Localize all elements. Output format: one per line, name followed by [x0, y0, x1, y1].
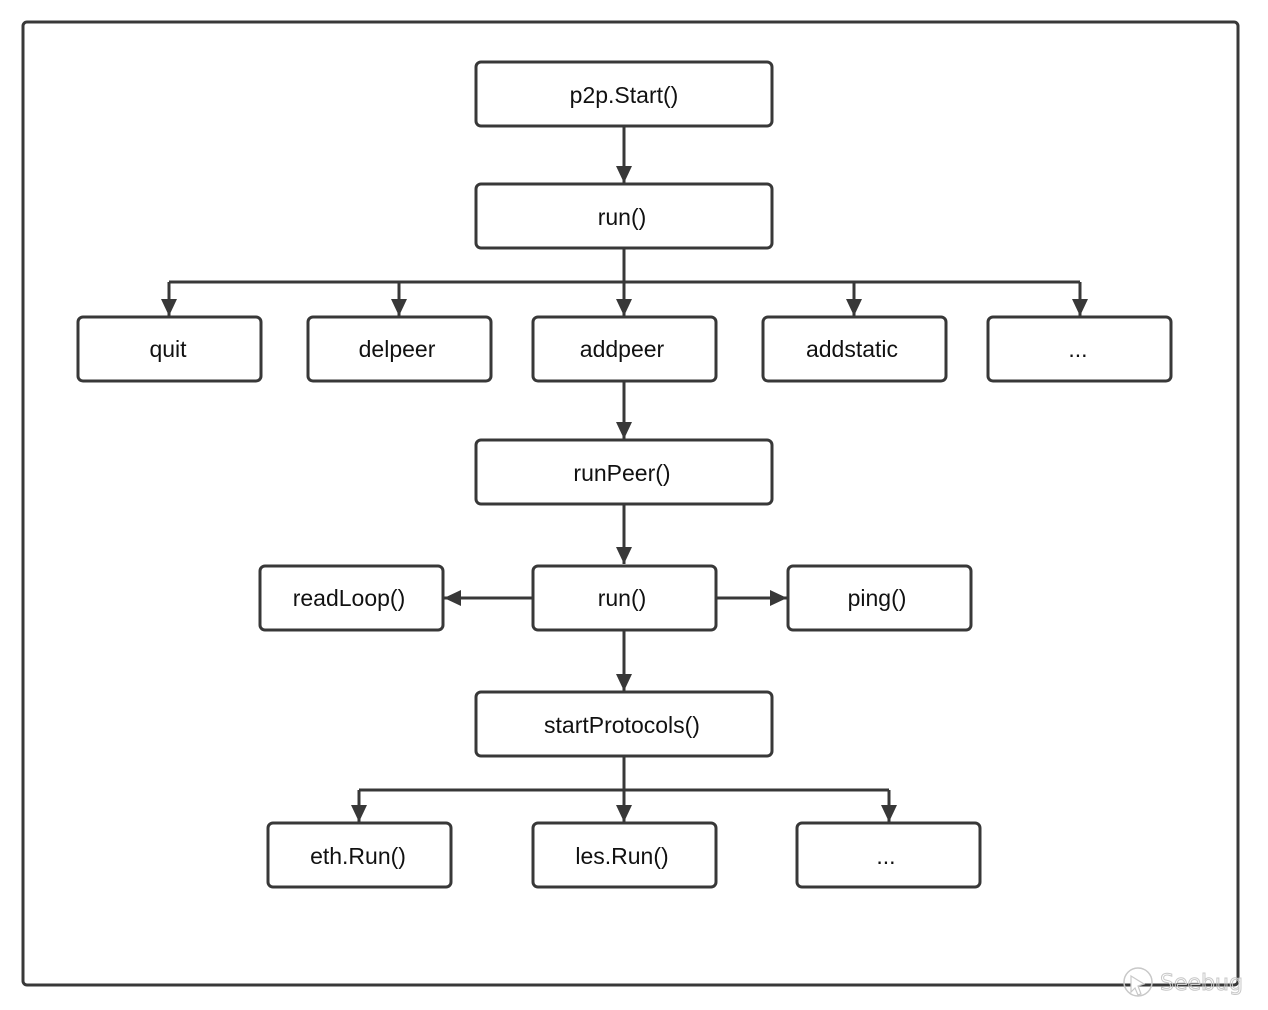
node-les-run-label: les.Run(): [575, 843, 668, 869]
node-read-loop: readLoop(): [258, 564, 445, 632]
node-run-top: run(): [474, 182, 774, 250]
node-addpeer-label: addpeer: [580, 336, 665, 362]
node-more-protocols: ...: [795, 821, 982, 889]
node-eth-run-label: eth.Run(): [310, 843, 406, 869]
node-run-peer-loop: run(): [531, 564, 718, 632]
node-quit-label: quit: [149, 336, 187, 362]
node-start-protocols-label: startProtocols(): [544, 712, 700, 738]
node-les-run: les.Run(): [531, 821, 718, 889]
node-addpeer: addpeer: [531, 315, 718, 383]
node-start-protocols: startProtocols(): [474, 690, 774, 758]
edges: [161, 126, 1088, 822]
node-p2p-start-label: p2p.Start(): [570, 82, 679, 108]
seebug-logo-icon: [1123, 967, 1153, 997]
node-more-events: ...: [986, 315, 1173, 383]
node-addstatic: addstatic: [761, 315, 948, 383]
node-quit: quit: [76, 315, 263, 383]
node-more-events-label: ...: [1068, 336, 1087, 362]
node-run-peer: runPeer(): [474, 438, 774, 506]
node-more-protocols-label: ...: [876, 843, 895, 869]
node-eth-run: eth.Run(): [266, 821, 453, 889]
node-delpeer-label: delpeer: [359, 336, 436, 362]
node-addstatic-label: addstatic: [806, 336, 898, 362]
node-run-top-label: run(): [598, 204, 647, 230]
node-read-loop-label: readLoop(): [293, 585, 406, 611]
seebug-watermark: Seebug: [1123, 967, 1243, 997]
node-run-peer-label: runPeer(): [573, 460, 670, 486]
seebug-watermark-text: Seebug: [1160, 971, 1243, 996]
node-p2p-start: p2p.Start(): [474, 60, 774, 128]
diagram-frame: [21, 20, 1240, 987]
node-delpeer: delpeer: [306, 315, 493, 383]
node-ping-label: ping(): [848, 585, 907, 611]
node-run-peer-loop-label: run(): [598, 585, 647, 611]
node-ping: ping(): [786, 564, 973, 632]
